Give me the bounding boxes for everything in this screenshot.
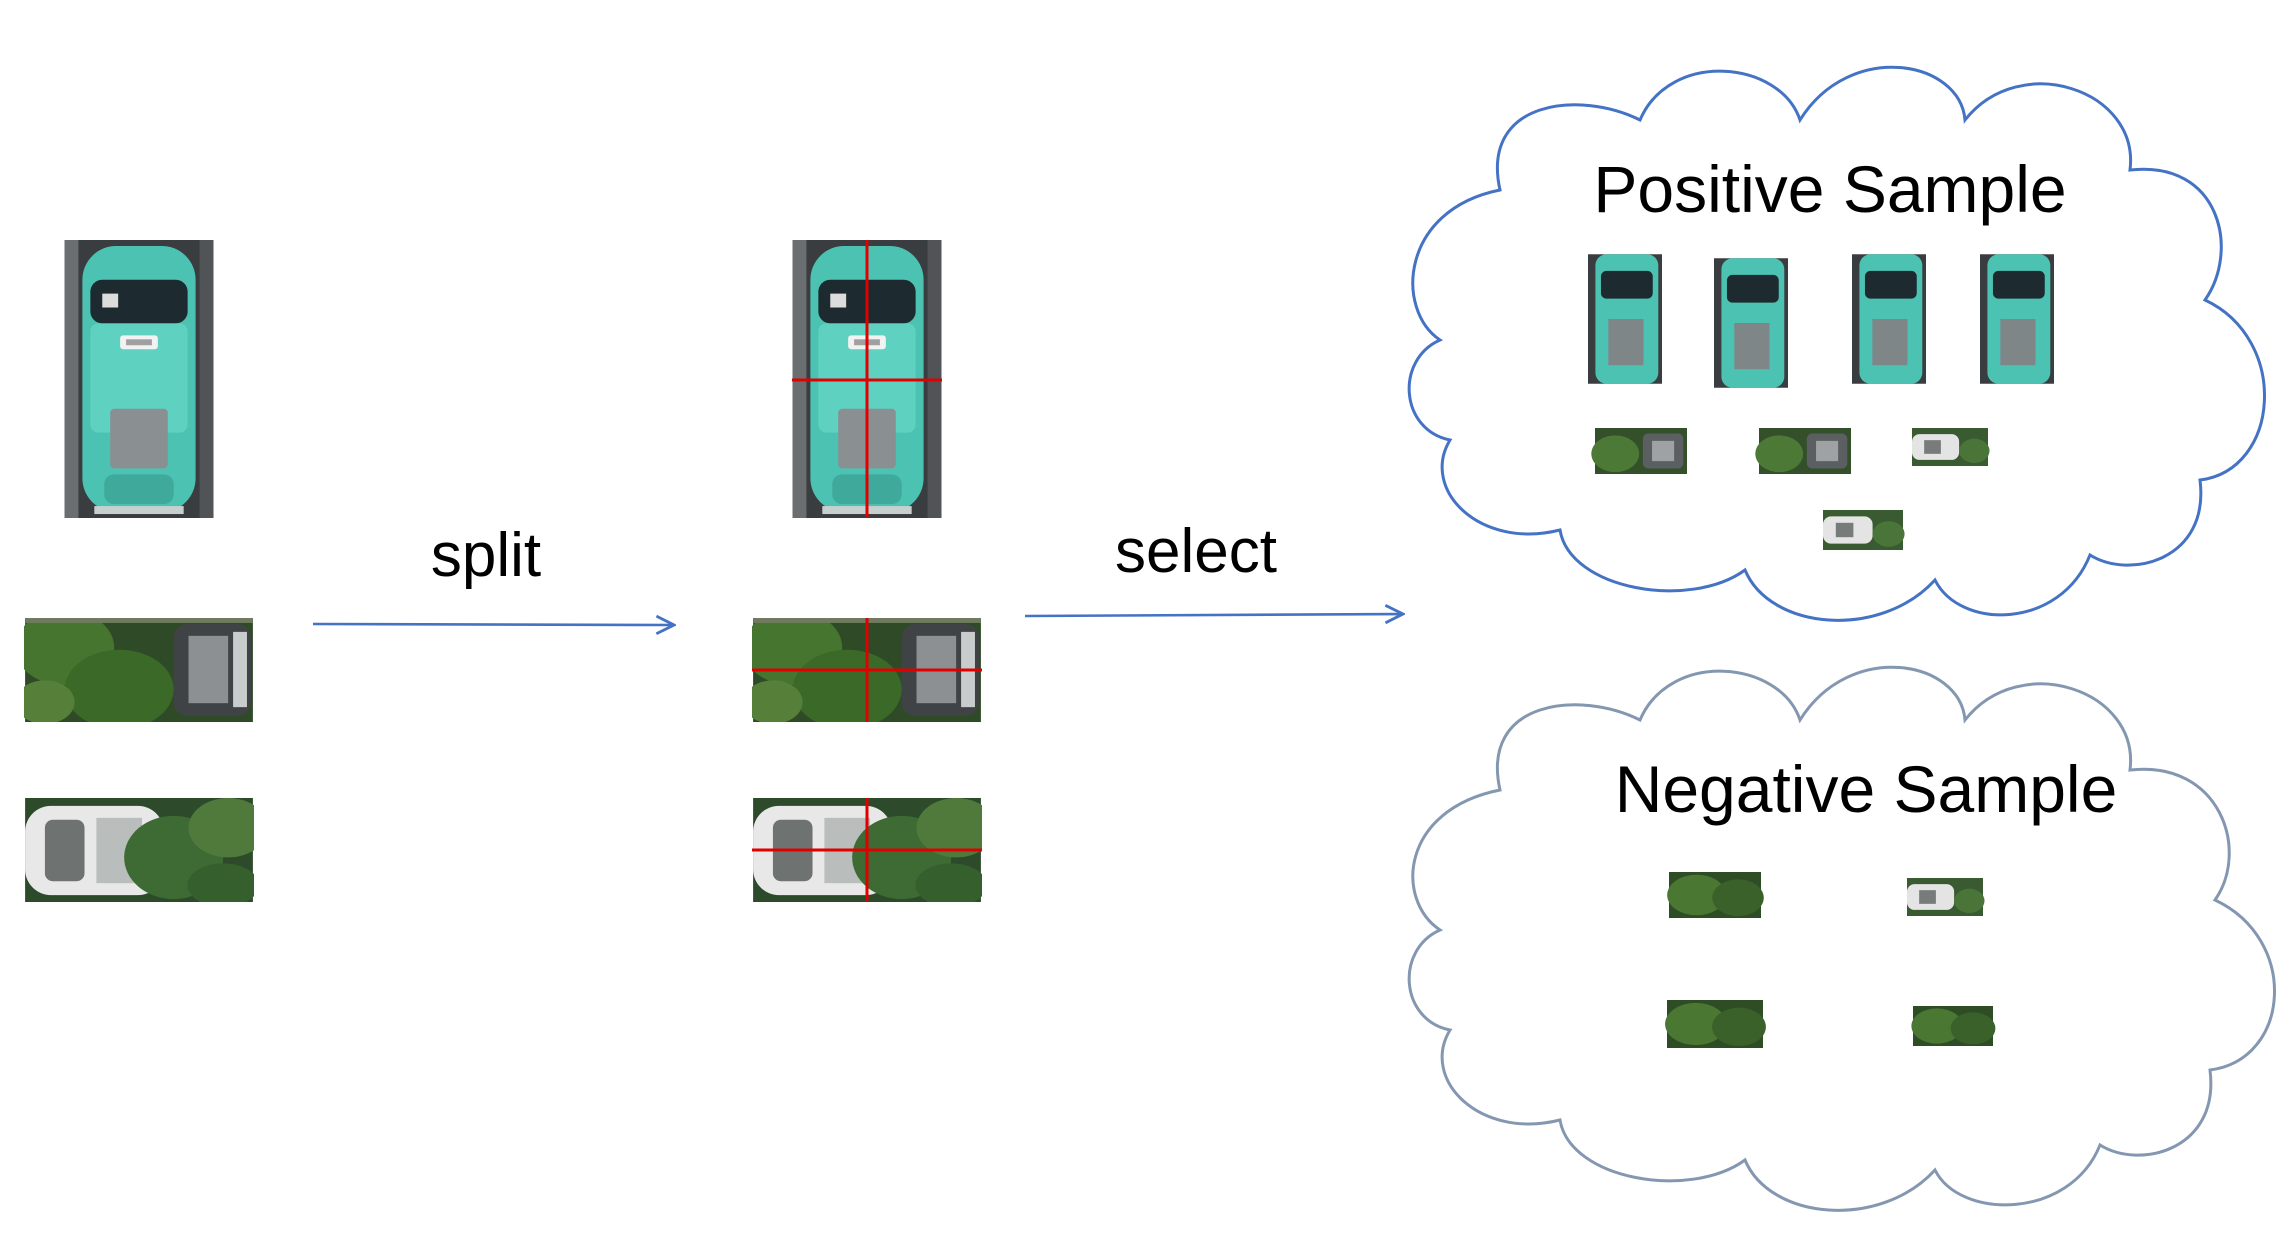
select-step: select [1024,517,1403,616]
split-step: split [312,521,674,625]
image-fragment-icon [1911,1006,1996,1046]
select-arrow [1024,614,1403,616]
image-fragment-icon [1980,254,2054,384]
image-fragment-icon [1852,254,1926,384]
select-label: select [1115,517,1277,586]
image-fragment-icon [1714,258,1788,388]
original-patches [24,240,254,902]
white-car-foliage-icon [753,798,982,902]
positive-cloud: Positive Sample [1407,65,2266,622]
positive-title: Positive Sample [1593,152,2066,226]
negative-cloud: Negative Sample [1407,665,2276,1212]
split-label: split [431,521,541,590]
split-patches [752,240,982,902]
cloud-shape [1407,65,2266,622]
white-car-foliage-icon [25,798,254,902]
car-under-trees-icon [24,618,253,722]
image-fragment-icon [1912,428,1990,466]
split-arrow [312,624,674,625]
image-fragment-icon [1588,254,1662,384]
teal-car-top-view-icon [64,240,214,518]
image-fragment-icon [1665,1000,1766,1048]
image-fragment-icon [1907,878,1985,916]
image-fragment-icon [1667,872,1764,918]
image-fragment-icon [1823,510,1905,550]
image-fragment-icon [1755,428,1851,474]
negative-title: Negative Sample [1615,752,2118,826]
image-fragment-icon [1591,428,1687,474]
cloud-shape [1407,665,2276,1212]
